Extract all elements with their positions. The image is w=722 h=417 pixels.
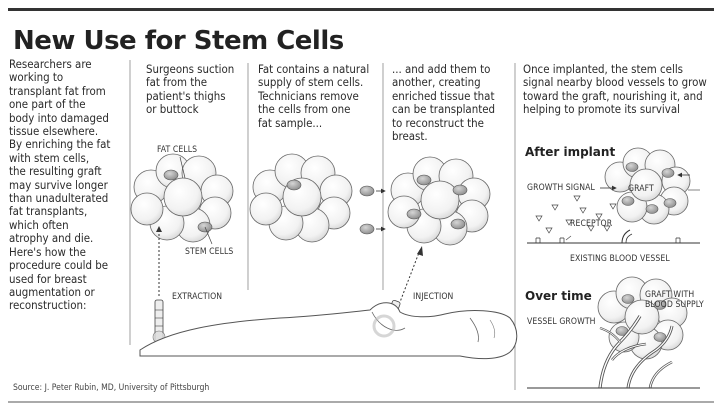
source-credit: Source: J. Peter Rubin, MD, University o… xyxy=(13,383,210,393)
stem-cells-label: STEM CELLS xyxy=(185,247,234,257)
page-title: New Use for Stem Cells xyxy=(13,26,344,56)
receptor-label: RECEPTOR xyxy=(570,219,613,229)
growth-signal-label: GROWTH SIGNAL xyxy=(527,183,595,193)
extraction-label: EXTRACTION xyxy=(172,292,223,302)
graft-with-blood-supply-label: GRAFT WITH BLOOD SUPPLY xyxy=(645,290,704,310)
after-implant-header: After implant xyxy=(525,145,616,159)
fat-cluster-source xyxy=(249,153,386,243)
over-time-detail xyxy=(527,276,700,389)
over-time-header: Over time xyxy=(525,289,592,303)
after-implant-detail xyxy=(527,147,700,244)
existing-blood-vessel-label: EXISTING BLOOD VESSEL xyxy=(570,254,670,264)
intro-text: Researchers are working to transplant fa… xyxy=(9,57,111,313)
graft-label: GRAFT xyxy=(628,184,654,194)
vessel-growth-label: VESSEL GROWTH xyxy=(527,317,596,327)
fat-cluster-enriched xyxy=(387,156,491,246)
fat-cells-label: FAT CELLS xyxy=(157,145,198,155)
patient-figure xyxy=(139,302,518,360)
extraction-syringe xyxy=(152,226,166,344)
top-rule xyxy=(8,8,714,11)
step-enrichment-text: ... and add them to another, creating en… xyxy=(392,62,496,144)
step-isolation-text: Fat contains a natural supply of stem ce… xyxy=(258,62,370,130)
injection-label: INJECTION xyxy=(413,292,454,302)
fat-cluster-extraction xyxy=(130,153,234,245)
step-extraction-text: Surgeons suction fat from the patient's … xyxy=(146,62,235,117)
step-implant-text: Once implanted, the stem cells signal ne… xyxy=(523,62,707,117)
